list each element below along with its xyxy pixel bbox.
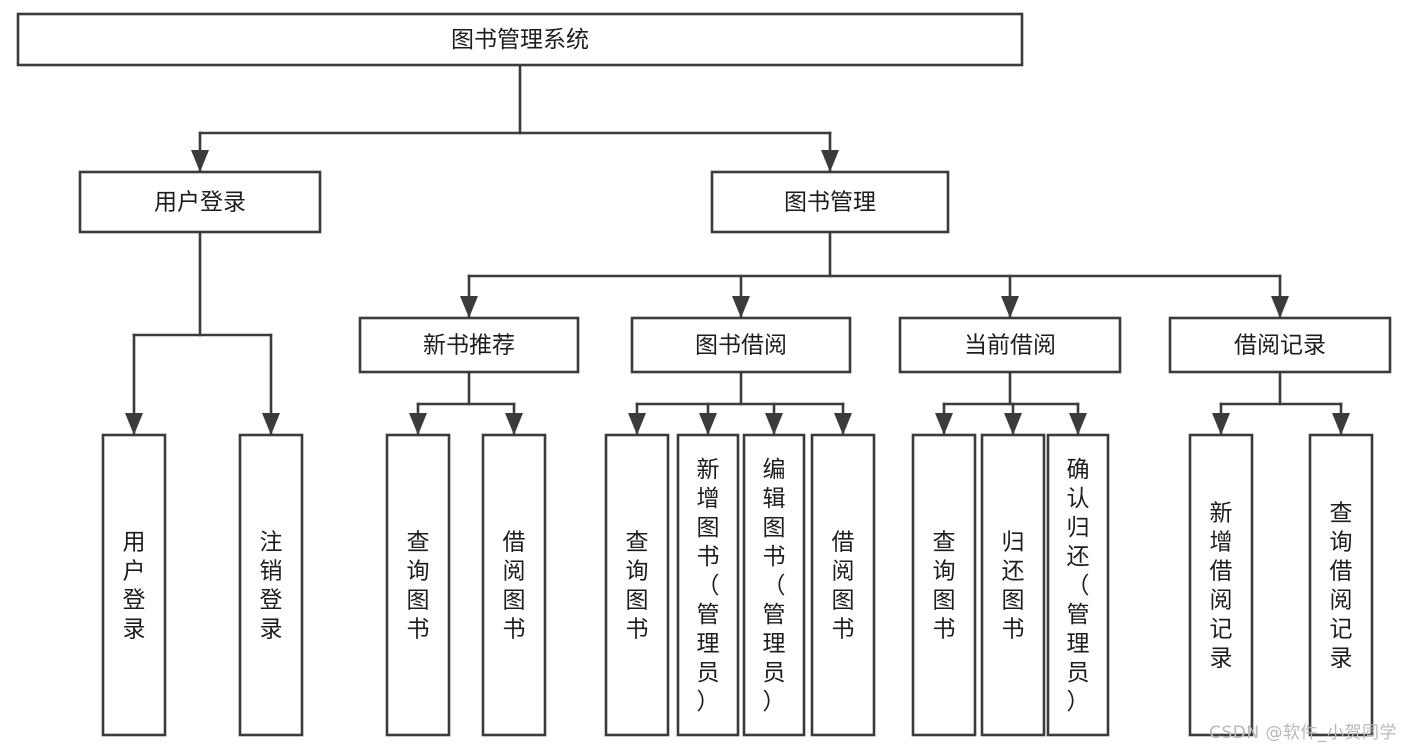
node-box-leaf-bb-edit[interactable] [742, 433, 806, 737]
arrow-head-icon [1069, 413, 1087, 435]
node-leaf-bb-query[interactable]: 查询图书 [604, 433, 670, 737]
arrow-head-icon [732, 296, 750, 318]
node-label-book-borrow: 图书借阅 [695, 333, 787, 359]
nodes-layer: 图书管理系统用户登录图书管理新书推荐图书借阅当前借阅借阅记录用户登录注销登录查询… [16, 12, 1392, 737]
edges-layer [125, 63, 1350, 437]
arrow-head-icon [505, 413, 523, 435]
node-box-leaf-nb-borrow[interactable] [481, 433, 547, 737]
node-box-root[interactable] [16, 12, 1024, 67]
node-label-new-book: 新书推荐 [423, 333, 515, 359]
node-label-leaf-br-add: 新增借阅记录 [1210, 501, 1233, 672]
arrow-head-icon [834, 413, 852, 435]
node-label-leaf-bb-add: 新增图书（管理员） [697, 457, 720, 715]
node-label-leaf-cb-return: 归还图书 [1002, 530, 1025, 643]
node-label-leaf-cb-query: 查询图书 [933, 530, 956, 643]
arrow-head-icon [1004, 413, 1022, 435]
node-cur-borrow[interactable]: 当前借阅 [898, 316, 1122, 374]
node-leaf-br-add[interactable]: 新增借阅记录 [1188, 433, 1254, 737]
node-book-borrow[interactable]: 图书借阅 [630, 316, 852, 374]
node-box-book-mgmt[interactable] [710, 170, 950, 234]
node-leaf-nb-query[interactable]: 查询图书 [385, 433, 451, 737]
node-box-leaf-bb-add[interactable] [676, 433, 740, 737]
node-box-user-login[interactable] [78, 170, 322, 234]
arrow-head-icon [1212, 413, 1230, 435]
node-new-book[interactable]: 新书推荐 [358, 316, 580, 374]
node-label-leaf-user-login: 用户登录 [123, 530, 146, 643]
node-label-leaf-bb-edit: 编辑图书（管理员） [763, 457, 786, 715]
node-box-leaf-cb-query[interactable] [911, 433, 977, 737]
arrow-head-icon [765, 413, 783, 435]
arrow-head-icon [935, 413, 953, 435]
node-box-leaf-user-logout[interactable] [238, 433, 304, 737]
arrow-head-icon [1271, 296, 1289, 318]
arrow-head-icon [409, 413, 427, 435]
node-label-leaf-user-logout: 注销登录 [260, 530, 283, 643]
node-box-leaf-bb-query[interactable] [604, 433, 670, 737]
node-borrow-rec[interactable]: 借阅记录 [1168, 316, 1392, 374]
arrow-head-icon [460, 296, 478, 318]
arrow-head-icon [628, 413, 646, 435]
node-leaf-cb-confirm[interactable]: 确认归还（管理员） [1046, 433, 1110, 737]
node-label-root: 图书管理系统 [451, 27, 589, 53]
node-leaf-bb-add[interactable]: 新增图书（管理员） [676, 433, 740, 737]
node-box-cur-borrow[interactable] [898, 316, 1122, 374]
node-box-leaf-br-query[interactable] [1308, 433, 1374, 737]
node-box-leaf-br-add[interactable] [1188, 433, 1254, 737]
node-leaf-bb-edit[interactable]: 编辑图书（管理员） [742, 433, 806, 737]
node-book-mgmt[interactable]: 图书管理 [710, 170, 950, 234]
node-label-leaf-br-query: 查询借阅记录 [1330, 501, 1353, 672]
arrow-head-icon [262, 413, 280, 435]
arrow-head-icon [821, 150, 839, 172]
node-leaf-nb-borrow[interactable]: 借阅图书 [481, 433, 547, 737]
node-box-leaf-user-login[interactable] [101, 433, 167, 737]
arrow-head-icon [125, 413, 143, 435]
node-label-leaf-nb-borrow: 借阅图书 [503, 530, 526, 643]
node-box-new-book[interactable] [358, 316, 580, 374]
node-label-leaf-nb-query: 查询图书 [407, 530, 430, 643]
node-box-leaf-bb-borrow[interactable] [810, 433, 876, 737]
node-label-leaf-bb-borrow: 借阅图书 [832, 530, 855, 643]
node-user-login[interactable]: 用户登录 [78, 170, 322, 234]
node-leaf-user-login[interactable]: 用户登录 [101, 433, 167, 737]
node-label-book-mgmt: 图书管理 [784, 190, 876, 216]
arrow-head-icon [1001, 296, 1019, 318]
node-label-leaf-cb-confirm: 确认归还（管理员） [1067, 457, 1090, 715]
node-label-leaf-bb-query: 查询图书 [626, 530, 649, 643]
node-label-cur-borrow: 当前借阅 [964, 333, 1056, 359]
arrow-head-icon [1332, 413, 1350, 435]
node-box-borrow-rec[interactable] [1168, 316, 1392, 374]
arrow-head-icon [699, 413, 717, 435]
node-leaf-br-query[interactable]: 查询借阅记录 [1308, 433, 1374, 737]
node-box-leaf-cb-confirm[interactable] [1046, 433, 1110, 737]
arrow-head-icon [191, 150, 209, 172]
node-box-book-borrow[interactable] [630, 316, 852, 374]
node-root[interactable]: 图书管理系统 [16, 12, 1024, 67]
node-leaf-user-logout[interactable]: 注销登录 [238, 433, 304, 737]
node-leaf-bb-borrow[interactable]: 借阅图书 [810, 433, 876, 737]
node-label-user-login: 用户登录 [154, 190, 246, 216]
node-box-leaf-nb-query[interactable] [385, 433, 451, 737]
node-label-borrow-rec: 借阅记录 [1234, 333, 1326, 359]
node-leaf-cb-return[interactable]: 归还图书 [980, 433, 1046, 737]
node-box-leaf-cb-return[interactable] [980, 433, 1046, 737]
node-leaf-cb-query[interactable]: 查询图书 [911, 433, 977, 737]
